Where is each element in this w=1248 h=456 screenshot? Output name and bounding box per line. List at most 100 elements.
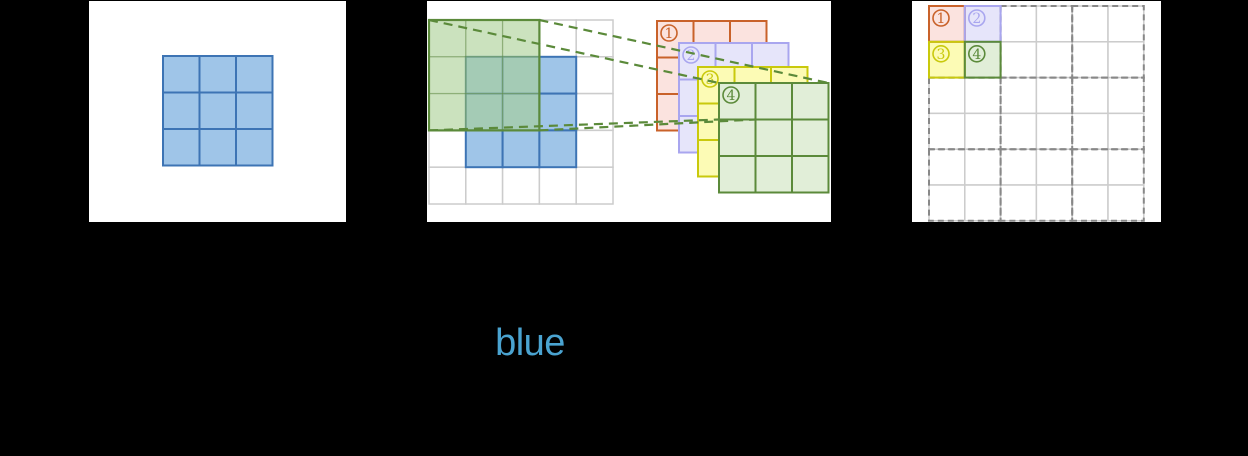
input-cell: [162, 128, 201, 167]
output-cell-4-border: [963, 40, 1002, 79]
filter-4-cell: [718, 155, 757, 194]
window-border: [427, 18, 541, 132]
input-cell: [162, 55, 201, 94]
output-cell: [1035, 184, 1073, 222]
filter-4-cell: [791, 82, 830, 121]
filter-2-badge-circle: [682, 46, 700, 64]
output-cell: [928, 76, 966, 115]
projection-line: [428, 18, 720, 85]
padded-cell: [428, 129, 467, 168]
padded-cell: [465, 166, 504, 205]
output-cell: [964, 184, 1002, 222]
filter-4-cell: [754, 155, 793, 194]
filter-1-badge-circle: [660, 24, 678, 42]
output-cell: [1071, 112, 1109, 150]
filter-4-badge-label: 4: [727, 88, 736, 104]
input-cell: [235, 91, 274, 130]
input-grid-svg: [162, 55, 274, 167]
output-cell-2-badge-label: 2: [972, 11, 981, 27]
input-cell: [501, 129, 541, 169]
projection-line: [428, 118, 720, 132]
filter-2-badge-label: 2: [687, 48, 696, 64]
output-cell: [999, 184, 1038, 222]
padded-cell: [575, 19, 614, 58]
output-block-border: [1071, 76, 1145, 151]
output-cell: [1035, 41, 1073, 79]
output-block-border: [1071, 5, 1145, 79]
filter-4-cell: [718, 118, 757, 157]
output-cell-4-badge-label: 4: [972, 47, 981, 63]
padded-cell: [575, 166, 614, 205]
output-cell-1-badge-circle: [932, 9, 950, 27]
input-cell: [198, 128, 237, 167]
output-cell: [1035, 148, 1073, 186]
output-svg: 1 2 3 4: [928, 5, 1145, 222]
output-cell: [964, 76, 1002, 115]
input-cell: [235, 128, 274, 167]
input-cell: [464, 129, 504, 169]
filter-4-badge-circle: [722, 86, 740, 104]
output-cell: [999, 148, 1038, 186]
padded-cell: [538, 166, 577, 205]
sliding-window: [427, 18, 541, 132]
input-cell: [235, 55, 274, 94]
output-cell: [964, 148, 1002, 186]
output-cell-3-badge-circle: [932, 44, 950, 63]
output-cell: [1071, 76, 1109, 115]
output-panel: 1 2 3 4: [912, 1, 1161, 222]
output-cell: [928, 112, 966, 150]
output-cell: [928, 184, 966, 222]
caption-text: blue: [495, 322, 565, 364]
projection-line: [539, 18, 829, 85]
output-cell: [1071, 148, 1109, 186]
output-cell: [999, 41, 1038, 79]
output-cell: [1071, 41, 1109, 79]
input-cell: [538, 55, 578, 95]
filter-3-badge-circle: [701, 70, 719, 88]
output-grid: 1 2 3 4: [928, 5, 1145, 222]
output-cell-3-badge-label: 3: [937, 47, 946, 63]
output-cell: [1107, 41, 1145, 79]
output-cell: [1107, 184, 1145, 222]
output-cell-4-badge-circle: [968, 44, 986, 63]
output-cell: [1035, 5, 1073, 43]
output-cell: [1107, 76, 1145, 115]
filter-4-cell: [718, 82, 757, 121]
output-block-border: [999, 76, 1074, 151]
input-panel: [89, 1, 346, 222]
window-fill: [429, 20, 540, 131]
input-cell: [162, 91, 201, 130]
input-cell: [538, 129, 578, 169]
output-cell: [1071, 184, 1109, 222]
projection-line: [539, 118, 756, 132]
input-grid: [162, 55, 274, 167]
output-cell: [964, 112, 1002, 150]
output-cell: [1107, 112, 1145, 150]
output-cell: [1071, 5, 1109, 43]
input-cell: [198, 55, 237, 94]
filter-4-cell: [791, 118, 830, 157]
output-cell-2-badge-circle: [968, 9, 986, 27]
output-block-border: [999, 148, 1074, 222]
filter-4-cell: [754, 118, 793, 157]
output-cell: [1107, 148, 1145, 186]
output-cell: [1035, 76, 1073, 115]
output-cell: [999, 76, 1038, 115]
output-cell: [999, 5, 1038, 43]
output-cell: [999, 112, 1038, 150]
padded-cell: [575, 56, 614, 95]
padded-cell: [428, 166, 467, 205]
filter-4-cell: [754, 82, 793, 121]
filter-4-cell: [791, 155, 830, 194]
output-cell-1-badge-label: 1: [937, 11, 946, 27]
padded-cell: [501, 166, 541, 205]
filter-1-badge-label: 1: [665, 26, 674, 42]
output-cell: [1035, 112, 1073, 150]
output-block-border: [1071, 148, 1145, 222]
padded-cell: [575, 129, 614, 168]
output-cell: [1107, 5, 1145, 43]
padded-cell: [538, 19, 577, 58]
